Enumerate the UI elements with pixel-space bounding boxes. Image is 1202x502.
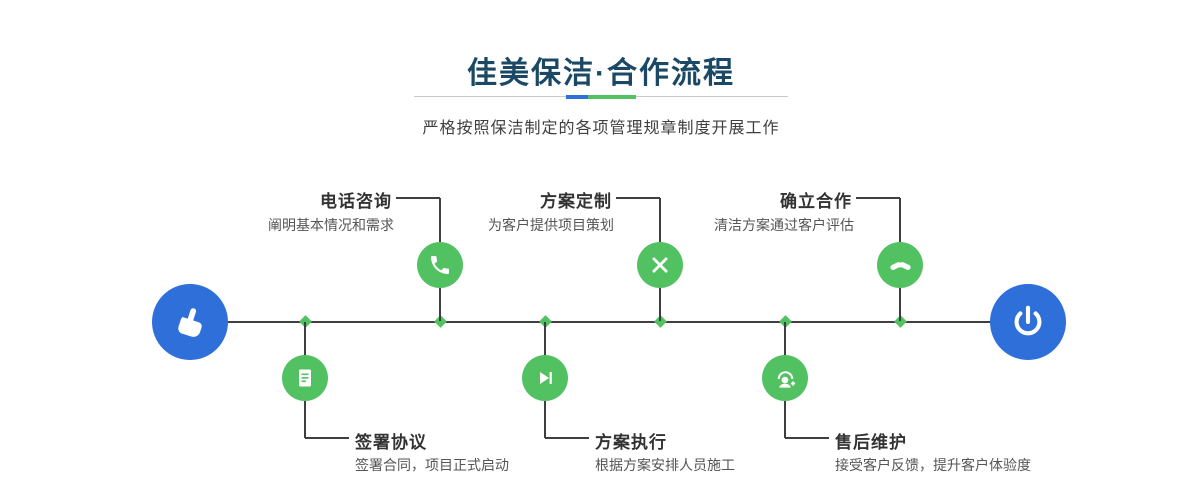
connector [899, 288, 901, 321]
phone-icon [431, 256, 449, 274]
connector [784, 401, 786, 438]
connector [305, 437, 349, 439]
page-subtitle: 严格按照保洁制定的各项管理规章制度开展工作 [422, 120, 780, 137]
contract-icon [299, 369, 311, 387]
connector [304, 401, 306, 438]
play-execute-icon [540, 372, 552, 384]
step-desc: 阐明基本情况和需求 [268, 217, 394, 233]
step-node [522, 355, 568, 401]
step-node [877, 242, 923, 288]
step-node [417, 242, 463, 288]
connector [439, 198, 441, 242]
handshake-icon [889, 261, 911, 270]
timeline-start-node [152, 284, 228, 360]
step-desc: 清洁方案通过客户评估 [714, 217, 854, 233]
step-title: 方案执行 [595, 433, 667, 452]
connector [784, 322, 786, 355]
step-desc: 根据方案安排人员施工 [595, 457, 735, 473]
connector [899, 198, 901, 242]
design-tools-icon [652, 257, 668, 273]
step-node [762, 355, 808, 401]
step-title: 售后维护 [835, 433, 907, 452]
headset-support-icon [777, 370, 795, 388]
step-title: 电话咨询 [320, 192, 392, 211]
divider-green-accent [588, 94, 636, 99]
connector [396, 197, 440, 199]
connector [785, 437, 829, 439]
hand-pointer-icon [178, 308, 202, 337]
step-title: 确立合作 [780, 192, 852, 211]
step-desc: 为客户提供项目策划 [488, 217, 614, 233]
step-node [637, 242, 683, 288]
connector [856, 197, 900, 199]
timeline-end-node [990, 284, 1066, 360]
connector [544, 401, 546, 438]
connector [659, 198, 661, 242]
divider-blue-accent [566, 94, 588, 99]
connector [659, 288, 661, 321]
connector [616, 197, 660, 199]
connector [304, 322, 306, 355]
connector [439, 288, 441, 321]
page-title: 佳美保洁·合作流程 [467, 57, 735, 90]
step-title: 方案定制 [540, 192, 612, 211]
connector [545, 437, 589, 439]
step-title: 签署协议 [355, 433, 427, 452]
title-divider [414, 94, 788, 99]
step-node [282, 355, 328, 401]
connector [544, 322, 546, 355]
step-desc: 接受客户反馈，提升客户体验度 [835, 457, 1031, 473]
power-icon [1014, 305, 1042, 336]
timeline-line [190, 321, 1028, 323]
step-desc: 签署合同，项目正式启动 [355, 457, 509, 473]
